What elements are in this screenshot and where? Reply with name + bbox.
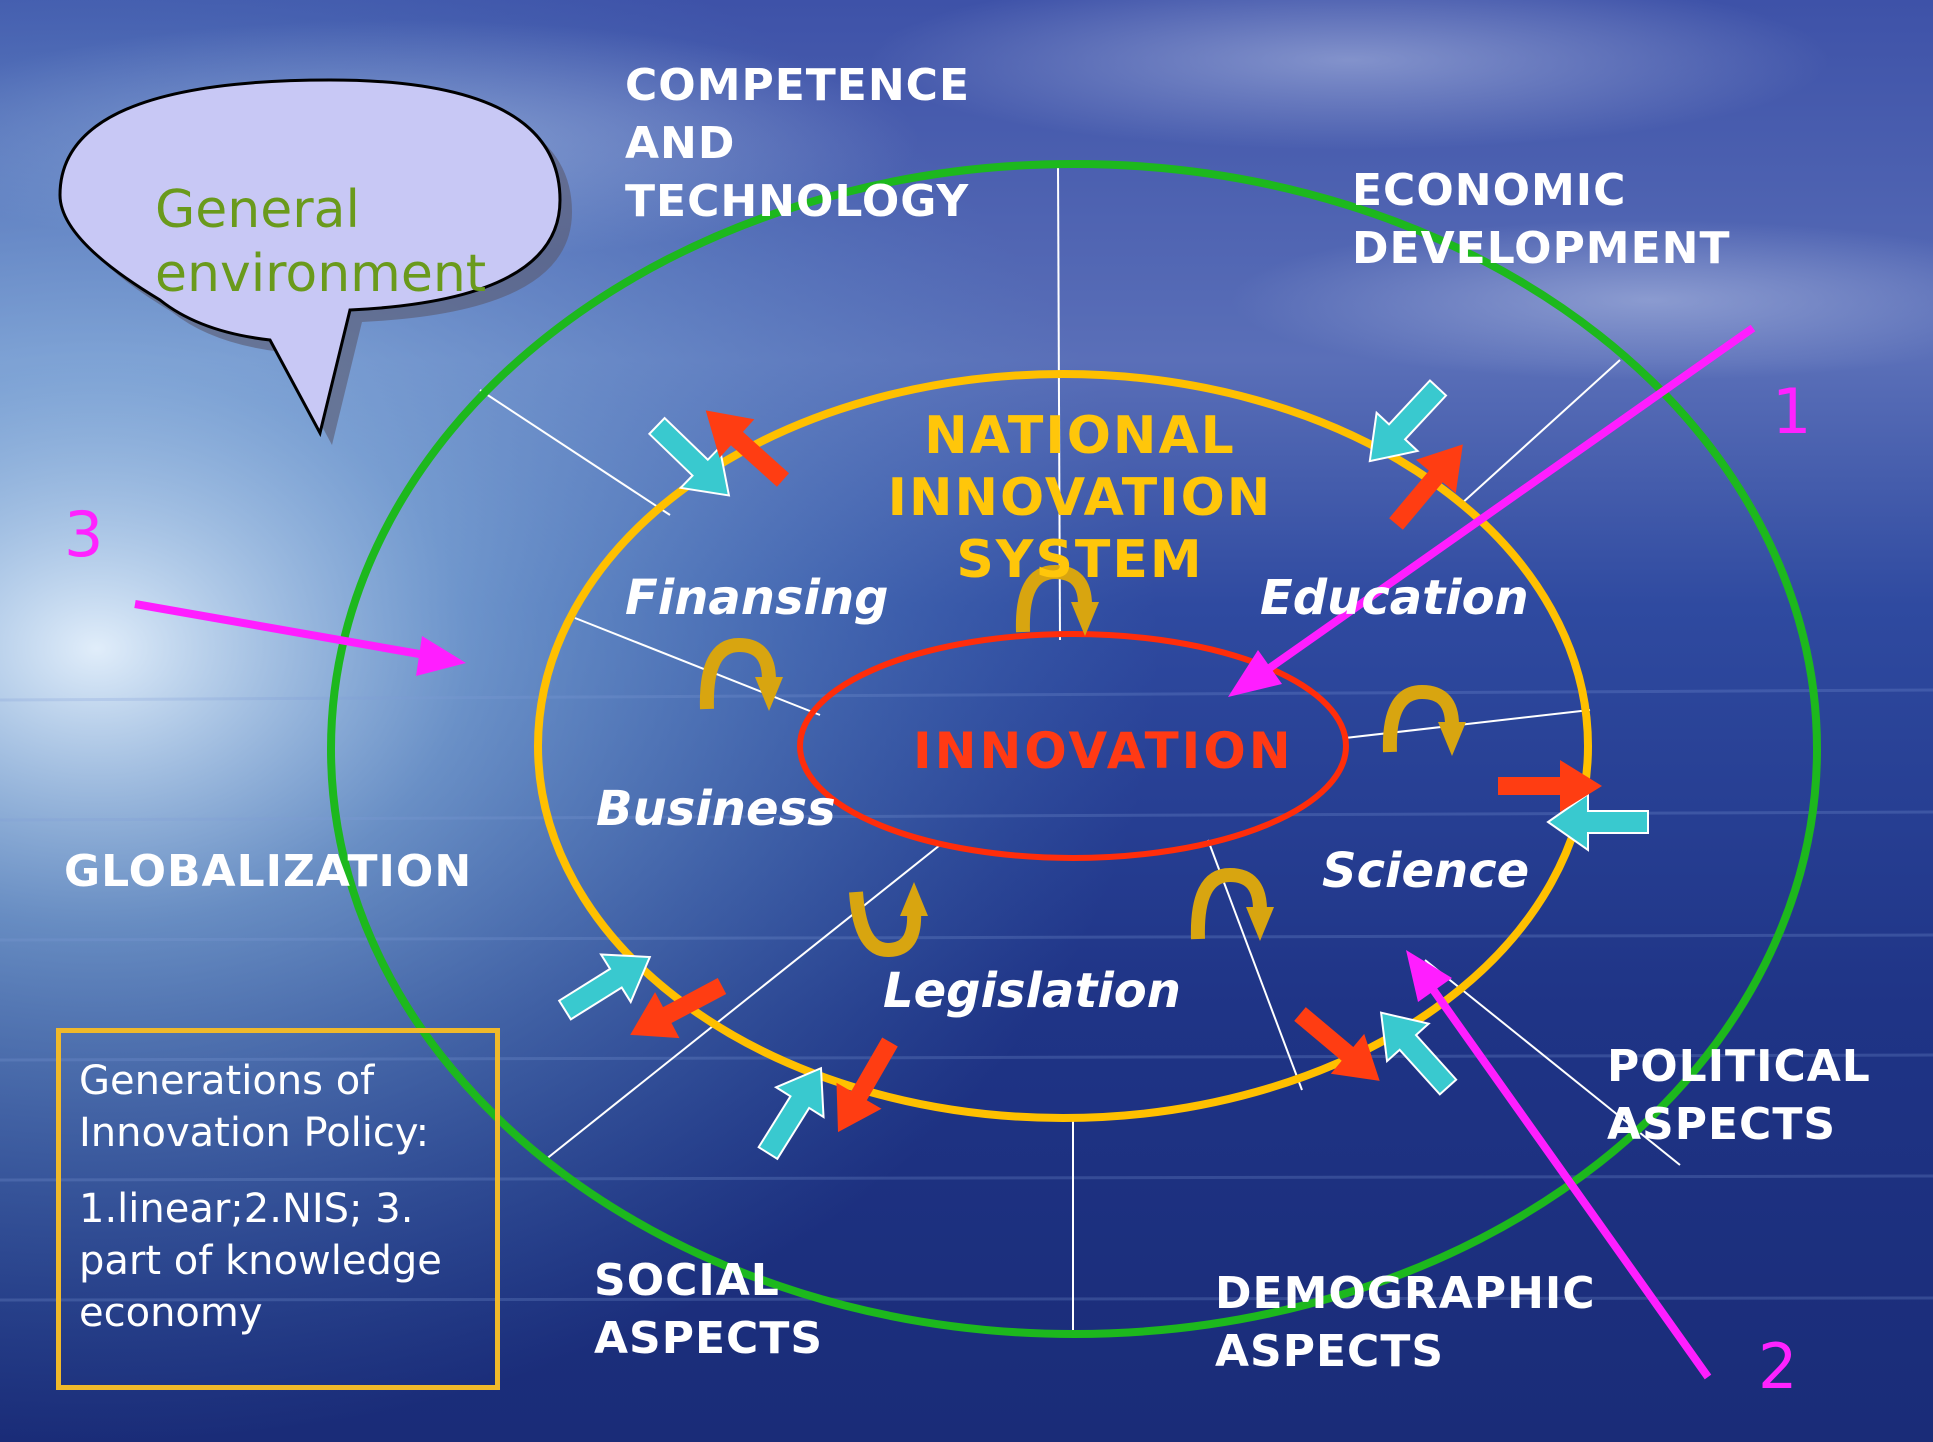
- inflow-arrow: [1546, 792, 1649, 852]
- political-aspects-label: POLITICAL ASPECTS: [1607, 1038, 1871, 1154]
- label-line: ASPECTS: [594, 1313, 824, 1364]
- cycle-arrow: [849, 882, 928, 958]
- cycle-arrow: [699, 637, 783, 711]
- general-environment-label: General environment: [155, 178, 486, 306]
- speech-bubble: [58, 78, 572, 445]
- outflow-arrow: [836, 1037, 898, 1133]
- label-line: AND: [625, 118, 736, 169]
- generations-list: 1.linear;2.NIS; 3. part of knowledge eco…: [79, 1186, 442, 1336]
- social-aspects-label: SOCIAL ASPECTS: [594, 1252, 823, 1368]
- competence-technology-label: COMPETENCE AND TECHNOLOGY: [625, 57, 970, 231]
- pointer-number-2: 2: [1758, 1330, 1798, 1403]
- outflow-arrow: [705, 410, 790, 487]
- bubble-line: environment: [155, 244, 487, 304]
- sector-legislation: Legislation: [883, 963, 1181, 1019]
- label-line: POLITICAL: [1607, 1041, 1871, 1092]
- inflow-arrow: [757, 1066, 825, 1161]
- bubble-line: General: [155, 180, 360, 240]
- pointer-arrow-2: [1406, 950, 1712, 1380]
- economic-development-label: ECONOMIC DEVELOPMENT: [1352, 162, 1731, 278]
- outflow-arrows: [630, 410, 1602, 1133]
- national-innovation-system-title: NATIONAL INNOVATION SYSTEM: [880, 405, 1280, 591]
- label-line: ECONOMIC: [1352, 165, 1627, 216]
- outflow-arrow: [1294, 1007, 1380, 1081]
- pointer-arrows: [134, 324, 1756, 1380]
- sector-education: Education: [1260, 570, 1529, 626]
- inflow-arrows: [557, 379, 1649, 1161]
- label-line: DEVELOPMENT: [1352, 223, 1731, 274]
- nis-line: SYSTEM: [956, 530, 1204, 590]
- sector-finansing: Finansing: [625, 570, 889, 626]
- nis-line: INNOVATION: [887, 468, 1273, 528]
- cycle-arrows: [699, 564, 1466, 958]
- outflow-arrow: [1389, 444, 1463, 530]
- label-line: COMPETENCE: [625, 60, 971, 111]
- pointer-number-1: 1: [1772, 375, 1812, 448]
- globalization-label: GLOBALIZATION: [64, 843, 472, 901]
- innovation-core-ring: [797, 631, 1349, 861]
- national-innovation-system-ring: [534, 370, 1592, 1122]
- innovation-core-label: INNOVATION: [913, 722, 1294, 780]
- sector-science: Science: [1322, 843, 1530, 899]
- cycle-arrow: [1190, 867, 1274, 941]
- label-line: GLOBALIZATION: [64, 846, 473, 897]
- outflow-arrow: [630, 978, 727, 1039]
- pointer-arrow-1: [1228, 324, 1756, 697]
- general-environment-ring: [327, 160, 1821, 1338]
- inflow-arrow: [1379, 1011, 1458, 1096]
- generations-title: Generations of Innovation Policy:: [79, 1058, 430, 1156]
- cycle-arrow: [1382, 684, 1466, 756]
- label-line: DEMOGRAPHIC: [1215, 1268, 1596, 1319]
- outflow-arrow: [1498, 760, 1602, 812]
- generations-box: Generations of Innovation Policy: 1.line…: [56, 1028, 500, 1390]
- pointer-arrow-3: [134, 600, 466, 676]
- label-line: ASPECTS: [1607, 1099, 1837, 1150]
- demographic-aspects-label: DEMOGRAPHIC ASPECTS: [1215, 1265, 1596, 1381]
- inflow-arrow: [557, 953, 652, 1021]
- nis-line: NATIONAL: [924, 406, 1236, 466]
- cycle-arrow: [1015, 564, 1099, 636]
- label-line: SOCIAL: [594, 1255, 780, 1306]
- pointer-number-3: 3: [64, 498, 104, 571]
- inflow-arrow: [647, 416, 731, 497]
- label-line: TECHNOLOGY: [625, 176, 970, 227]
- inflow-arrow: [1368, 379, 1448, 463]
- label-line: ASPECTS: [1215, 1326, 1445, 1377]
- sector-business: Business: [596, 781, 836, 837]
